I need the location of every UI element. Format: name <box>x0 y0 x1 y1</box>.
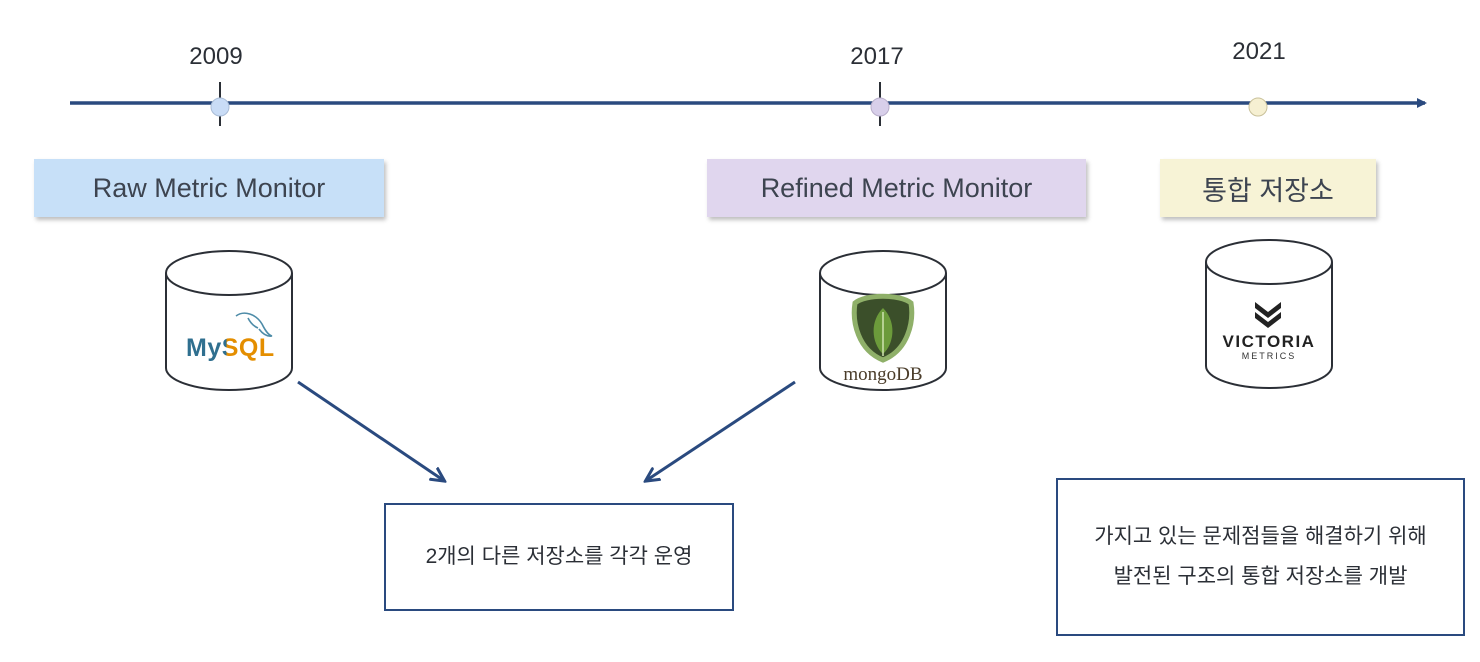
note-integrated-line1: 가지고 있는 문제점들을 해결하기 위해 <box>1094 525 1427 548</box>
stage-label-raw-metric-monitor: Raw Metric Monitor <box>34 159 384 217</box>
note-integrated-storage: 가지고 있는 문제점들을 해결하기 위해 발전된 구조의 통합 저장소를 개발 <box>1056 478 1465 636</box>
mysql-logo: MySQL <box>186 334 275 362</box>
timeline-dot-2009 <box>210 97 230 117</box>
victoria-logo-line1: VICTORIA <box>1222 332 1316 351</box>
victoria-logo-line2: METRICS <box>1241 351 1297 361</box>
mysql-logo-text: MySQL <box>186 334 275 363</box>
mongodb-logo-text: mongoDB <box>843 364 923 385</box>
mongodb-leaf-icon <box>851 293 915 363</box>
year-label-2021: 2021 <box>1232 38 1286 65</box>
stage-label-integrated-storage: 통합 저장소 <box>1160 159 1376 217</box>
year-label-2009: 2009 <box>189 43 243 70</box>
timeline-dot-2017 <box>870 97 890 117</box>
note-integrated-line2: 발전된 구조의 통합 저장소를 개발 <box>1113 565 1408 588</box>
victoria-metrics-icon <box>1255 302 1281 328</box>
timeline-dot-2021 <box>1248 97 1268 117</box>
mysql-dolphin-icon <box>235 312 273 337</box>
stage-label-refined-metric-monitor: Refined Metric Monitor <box>707 159 1086 217</box>
arrow-mysql-to-note <box>297 380 443 480</box>
note-separate-storage: 2개의 다른 저장소를 각각 운영 <box>384 503 734 611</box>
note-separate-text: 2개의 다른 저장소를 각각 운영 <box>425 545 693 568</box>
arrow-mongodb-to-note <box>647 380 796 480</box>
year-label-2017: 2017 <box>850 43 904 70</box>
db-cylinder-mysql <box>165 250 293 391</box>
